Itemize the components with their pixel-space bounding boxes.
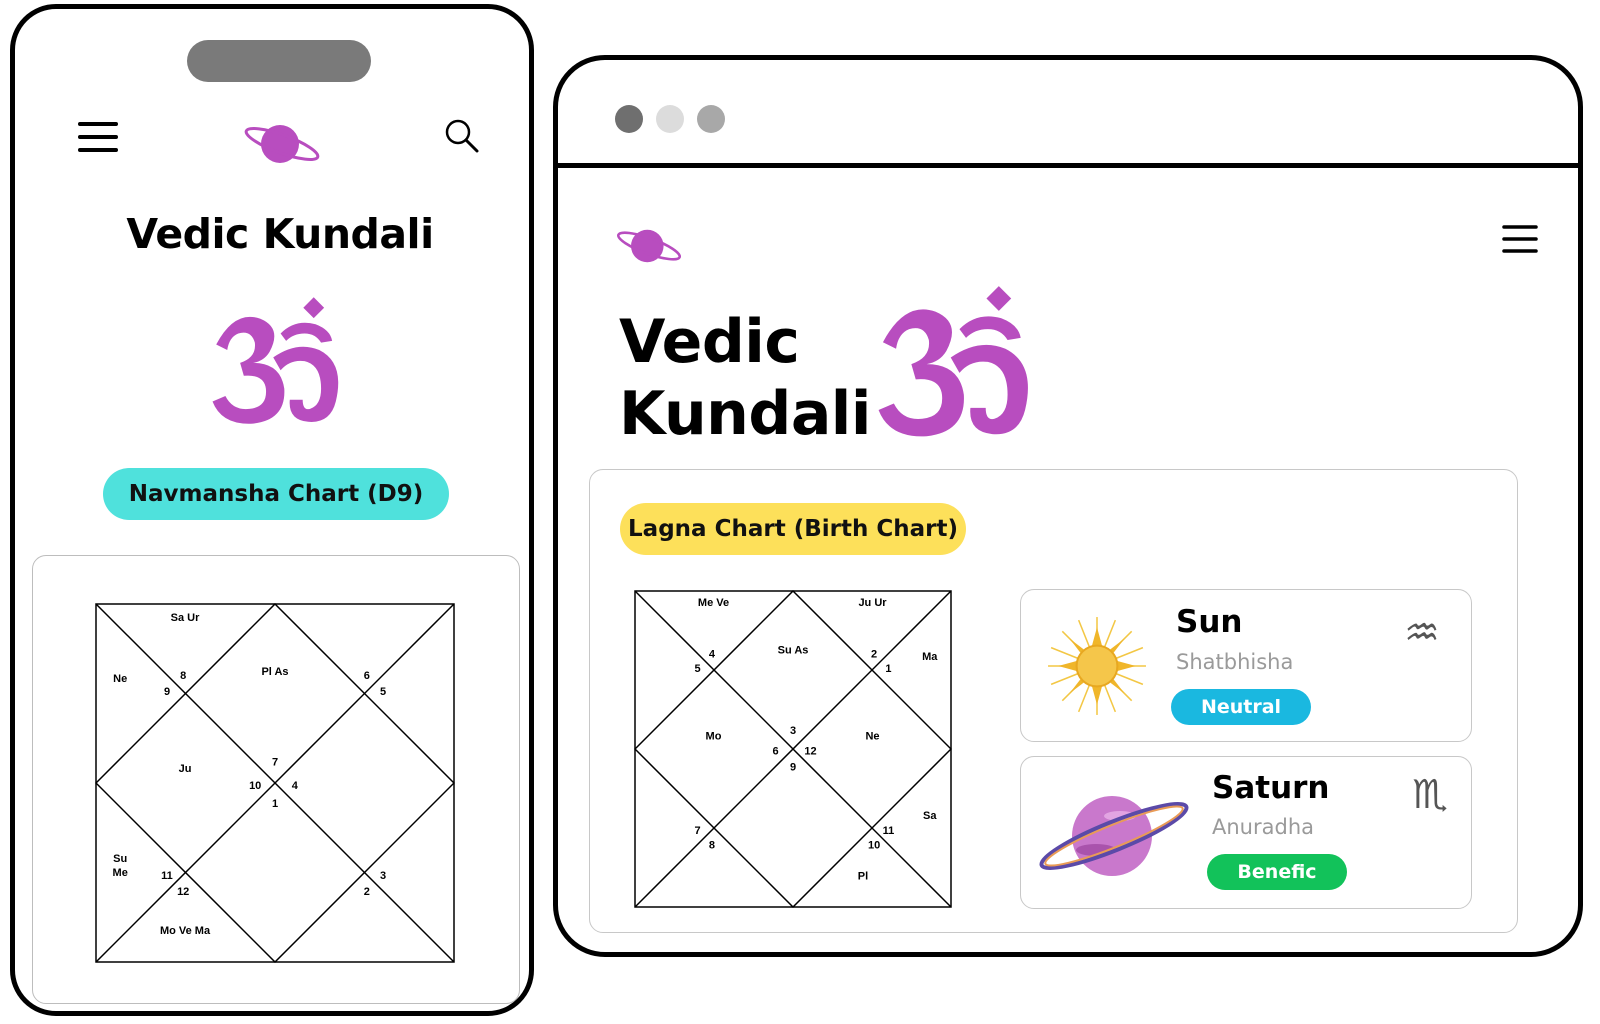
om-symbol-icon (872, 280, 1036, 446)
house-sign-number: 5 (380, 686, 386, 698)
planet-name: Saturn (1212, 770, 1330, 806)
status-badge: Neutral (1171, 689, 1311, 725)
house-sign-number: 11 (883, 825, 895, 837)
house-sign-number: 12 (177, 886, 189, 898)
house-sign-number: 6 (772, 746, 778, 758)
house-sign-number: 5 (695, 663, 701, 675)
window-minimize-button[interactable] (656, 105, 684, 133)
house-sign-number: 9 (790, 761, 796, 773)
house-sign-number: 7 (272, 756, 278, 768)
om-symbol-icon (207, 292, 345, 432)
lagna-chart-pill[interactable]: Lagna Chart (Birth Chart) (620, 503, 966, 555)
saturn-icon (1038, 788, 1190, 884)
page-title: Vedic Kundali (126, 210, 434, 258)
planet-logo-icon[interactable] (242, 116, 322, 172)
house-planet-label: Me (113, 867, 128, 879)
house-sign-number: 4 (709, 649, 716, 661)
house-planet-label: Ju (179, 763, 192, 775)
house-planet-label: Pl (858, 870, 868, 882)
hamburger-menu-icon[interactable] (1502, 224, 1538, 254)
house-sign-number: 8 (709, 839, 715, 851)
house-planet-label: Ju Ur (858, 597, 887, 609)
house-sign-number: 10 (249, 780, 261, 792)
house-planet-label: Mo (706, 730, 722, 742)
house-planet-label: Ne (113, 673, 127, 685)
planet-logo-icon[interactable] (613, 222, 685, 270)
planet-nakshatra: Shatbhisha (1176, 650, 1294, 674)
house-planet-label: Ne (865, 730, 879, 742)
house-sign-number: 2 (364, 886, 370, 898)
house-sign-number: 6 (364, 670, 370, 682)
house-sign-number: 11 (161, 870, 173, 882)
hamburger-menu-icon[interactable] (78, 120, 118, 154)
planet-name: Sun (1176, 604, 1243, 640)
house-sign-number: 3 (380, 870, 386, 882)
navmansha-chart-pill[interactable]: Navmansha Chart (D9) (103, 468, 449, 520)
house-planet-label: Me Ve (698, 597, 729, 609)
house-sign-number: 7 (695, 825, 701, 837)
page-title-line-2: Kundali (619, 379, 871, 449)
house-planet-label: Ma (922, 651, 938, 663)
planet-nakshatra: Anuradha (1212, 815, 1314, 839)
house-planet-label: Su As (778, 645, 809, 657)
search-icon[interactable] (444, 118, 480, 154)
phone-notch (187, 40, 371, 82)
window-maximize-button[interactable] (697, 105, 725, 133)
status-badge: Benefic (1207, 854, 1347, 890)
window-close-button[interactable] (615, 105, 643, 133)
browser-titlebar (558, 60, 1578, 168)
page-title: Vedic Kundali (619, 306, 871, 450)
house-sign-number: 8 (180, 670, 186, 682)
house-sign-number: 1 (885, 663, 891, 675)
house-planet-label: Mo Ve Ma (160, 925, 211, 937)
house-planet-label: Sa Ur (171, 612, 200, 624)
house-planet-label: Su (113, 853, 127, 865)
sun-icon (1046, 615, 1148, 717)
navmansha-chart-card (32, 555, 520, 1004)
house-sign-number: 1 (272, 798, 278, 810)
house-sign-number: 12 (804, 746, 816, 758)
house-planet-label: Sa (923, 810, 937, 822)
aquarius-icon: ♒ (1404, 610, 1440, 656)
house-sign-number: 3 (790, 725, 796, 737)
page-title-line-1: Vedic (619, 307, 800, 377)
house-sign-number: 10 (868, 839, 880, 851)
house-planet-label: Pl As (261, 666, 288, 678)
house-sign-number: 2 (871, 649, 877, 661)
scorpio-icon: ♏ (1412, 772, 1448, 818)
house-sign-number: 4 (292, 780, 299, 792)
house-sign-number: 9 (164, 686, 170, 698)
